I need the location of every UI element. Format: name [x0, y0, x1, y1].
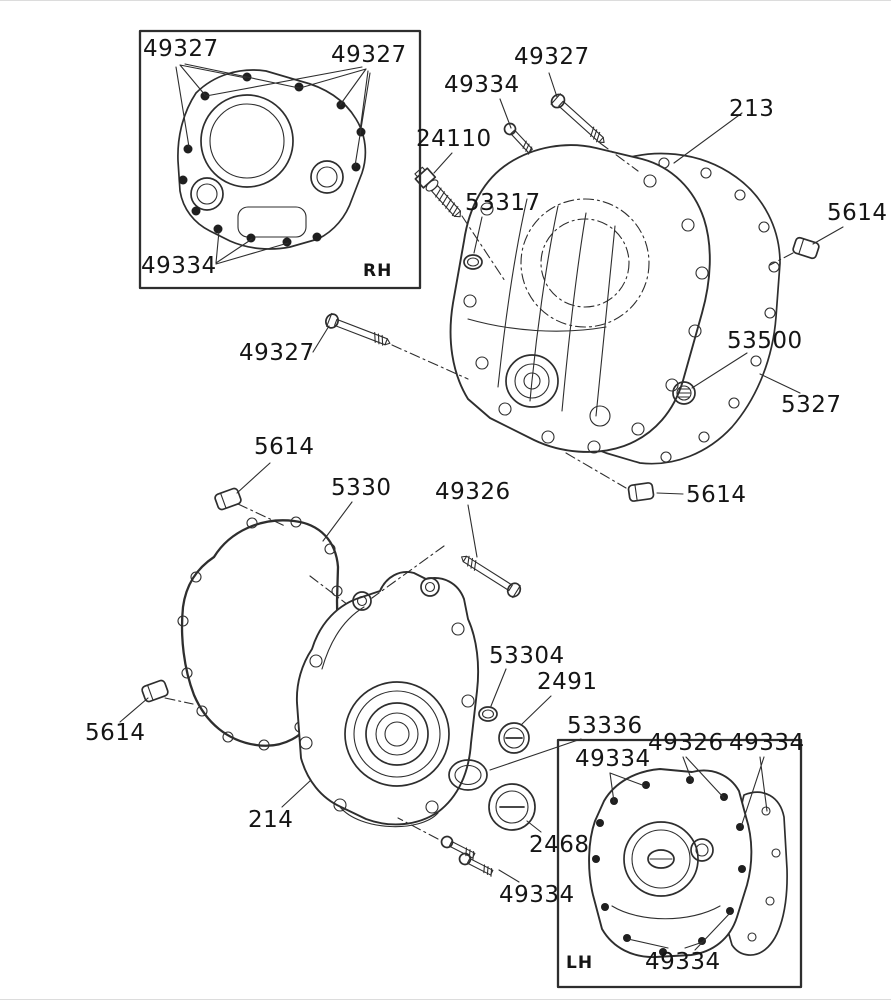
label-49327-rh-inset-b: 49327 [331, 42, 407, 68]
label-49334-lh-inset-right: 49334 [729, 730, 805, 756]
part-49334-screw-a [438, 833, 478, 862]
rh-cover-bosses [463, 174, 709, 454]
part-5614-right [791, 235, 821, 261]
label-53336: 53336 [567, 713, 643, 739]
label-5327: 5327 [781, 392, 842, 418]
label-5614-left: 5614 [85, 720, 146, 746]
part-2468 [488, 783, 536, 831]
part-5614-left [140, 678, 170, 704]
label-49334-top: 49334 [444, 72, 520, 98]
rh-gasket-holes [658, 157, 780, 463]
part-49326-bolt [457, 550, 524, 600]
rh-inset-drawing [138, 29, 422, 290]
label-24110: 24110 [416, 126, 492, 152]
part-49334-screw-b [456, 850, 496, 879]
label-49334-lh-inset-left: 49334 [575, 746, 651, 772]
label-49326-mid: 49326 [435, 479, 511, 505]
label-214: 214 [248, 807, 294, 833]
part-24110 [414, 166, 461, 218]
label-49327-top: 49327 [514, 44, 590, 70]
part-53317 [463, 254, 483, 270]
label-49326-lh-inset: 49326 [648, 730, 724, 756]
rh-exploded-view [323, 90, 821, 503]
lh-inset-leader-lines [609, 756, 768, 951]
part-5614-bottom [627, 481, 655, 503]
lh-inset-bolt-dots [592, 776, 746, 956]
part-53304 [478, 706, 498, 722]
lh-inset-drawing [556, 738, 803, 989]
leader-lines [119, 72, 844, 883]
label-53317: 53317 [465, 190, 541, 216]
part-53336 [448, 759, 488, 791]
lh-cover-bosses [299, 622, 475, 814]
label-49334-lh-inset-bottom: 49334 [645, 949, 721, 975]
label-213: 213 [729, 96, 775, 122]
label-49327-rh-inset-a: 49327 [143, 36, 219, 62]
part-53500 [672, 381, 696, 405]
part-2491 [498, 722, 530, 754]
label-2491: 2491 [537, 669, 598, 695]
part-49334-screw-top [501, 120, 537, 157]
tag-rh: RH [363, 261, 393, 281]
part-49327-bolt-left [323, 311, 394, 351]
label-49334-rh-inset: 49334 [141, 253, 217, 279]
label-5614-right: 5614 [827, 200, 888, 226]
label-5330: 5330 [331, 475, 392, 501]
label-53304: 53304 [489, 643, 565, 669]
tag-lh: LH [566, 953, 594, 973]
label-49334-bottom-mid: 49334 [499, 882, 575, 908]
label-5614-mid-top: 5614 [254, 434, 315, 460]
mid-section-drawing [140, 452, 627, 879]
rh-inset-leader-lines [175, 63, 371, 265]
label-2468: 2468 [529, 832, 590, 858]
part-49327-bolt-top [548, 90, 610, 149]
label-49327-left: 49327 [239, 340, 315, 366]
label-53500: 53500 [727, 328, 803, 354]
label-5614-mid-right: 5614 [686, 482, 747, 508]
part-5614-mid-top [213, 486, 243, 512]
